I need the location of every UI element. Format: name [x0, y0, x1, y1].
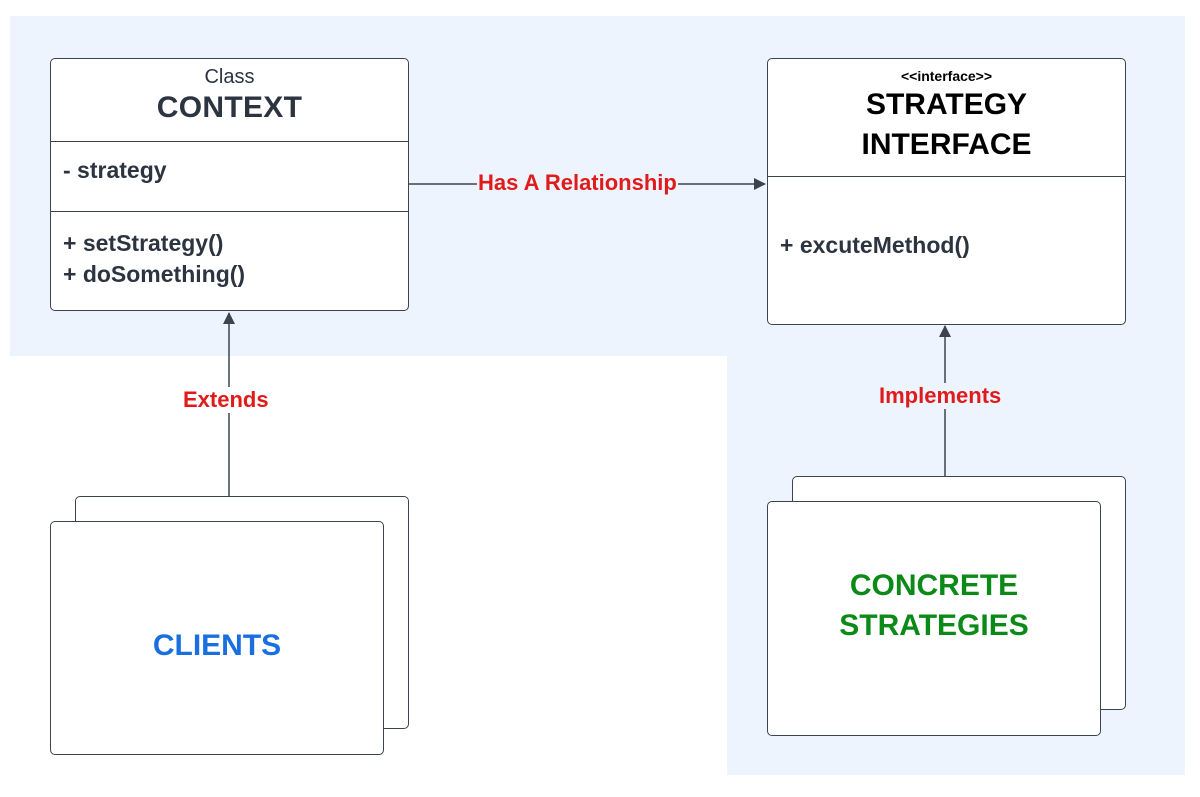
implements-label: Implements [878, 383, 1003, 409]
interface-method-excutemethod: + excuteMethod() [780, 232, 970, 258]
interface-name-line-1: STRATEGY [865, 88, 1028, 121]
context-stereotype: Class [204, 66, 255, 88]
strategy-interface-box[interactable]: <<interface>> STRATEGY INTERFACE + excut… [767, 58, 1126, 325]
context-attribute-strategy: - strategy [63, 157, 167, 183]
concrete-label-line-1: CONCRETE [849, 569, 1019, 602]
context-class-box[interactable]: Class CONTEXT - strategy + setStrategy()… [50, 58, 409, 311]
concrete-strategies-box[interactable]: CONCRETE STRATEGIES [767, 501, 1101, 736]
context-attributes: - strategy [51, 141, 408, 211]
context-method-setstrategy: + setStrategy() [63, 230, 224, 256]
context-method-dosomething: + doSomething() [63, 261, 246, 287]
interface-stereotype: <<interface>> [900, 68, 993, 84]
context-class-name: CONTEXT [156, 91, 303, 124]
clients-box[interactable]: CLIENTS [50, 521, 384, 755]
concrete-strategies-label: CONCRETE STRATEGIES [768, 566, 1100, 646]
context-methods: + setStrategy() + doSomething() [51, 211, 408, 310]
concrete-label-line-2: STRATEGIES [839, 609, 1029, 642]
clients-label: CLIENTS [152, 629, 282, 662]
context-header: Class CONTEXT [51, 59, 408, 141]
interface-name-line-2: INTERFACE [861, 128, 1032, 161]
interface-header: <<interface>> STRATEGY INTERFACE [768, 59, 1125, 176]
has-a-relationship-label: Has A Relationship [477, 170, 678, 196]
extends-label: Extends [182, 387, 270, 413]
interface-methods: + excuteMethod() [768, 176, 1125, 324]
